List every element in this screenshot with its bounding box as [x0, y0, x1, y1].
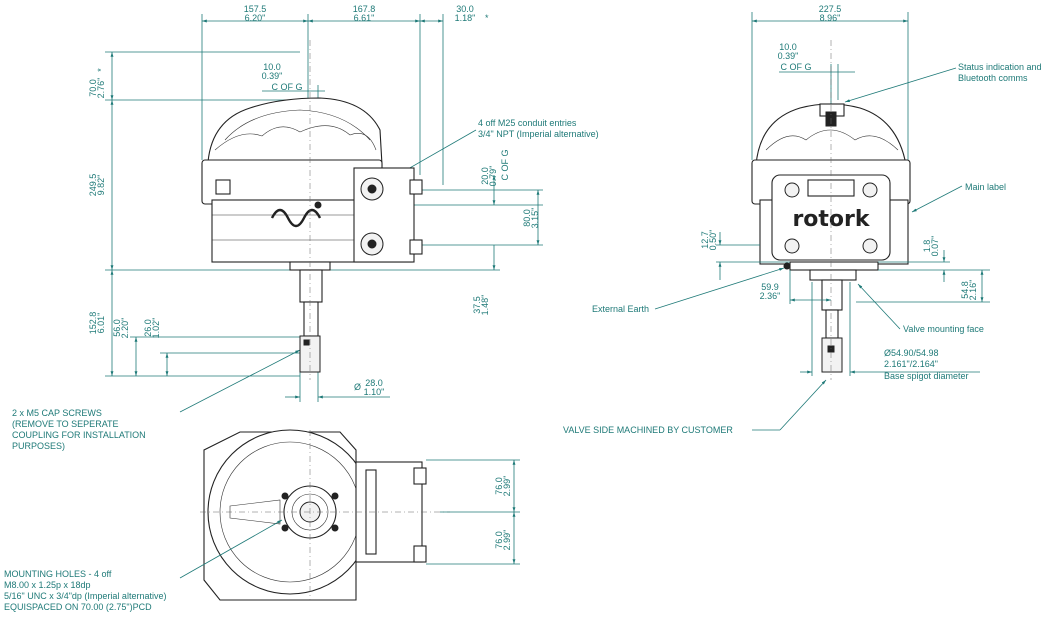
cog-mm: 10.0 — [263, 62, 281, 72]
cog-v-label: C OF G — [500, 150, 510, 181]
main-label-note: Main label — [965, 182, 1006, 192]
coupling-in: 2.20" — [120, 318, 130, 339]
bottom-d76a-mm: 76.0 — [494, 477, 504, 495]
screws-note-3: COUPLING FOR INSTALLATION — [12, 430, 146, 440]
height-mm: 249.5 — [88, 174, 98, 197]
conduit-mm: 80.0 — [522, 209, 532, 227]
below-in: 6.01" — [96, 313, 106, 334]
dim-left-in: 6.20" — [245, 13, 266, 23]
cog-label: C OF G — [272, 82, 303, 92]
side-d12-in: 0.50" — [708, 230, 718, 251]
bottom-view: 76.0 2.99" 76.0 2.99" MOUNTING HOLES - 4… — [4, 429, 520, 612]
coupling2-mm: 26.0 — [143, 319, 153, 337]
mounting-note-2: M8.00 x 1.25p x 18dp — [4, 580, 91, 590]
height-in: 9.82" — [96, 175, 106, 196]
bottom-d76b-mm: 76.0 — [494, 531, 504, 549]
earth-note: External Earth — [592, 304, 649, 314]
top-star: * — [96, 68, 106, 72]
screws-note-4: PURPOSES) — [12, 441, 65, 451]
cog-v-in: 0.79" — [488, 166, 498, 187]
mounting-note-1: MOUNTING HOLES - 4 off — [4, 569, 112, 579]
conduit-note-2: 3/4" NPT (Imperial alternative) — [478, 129, 599, 139]
spigot-line1: Ø54.90/54.98 — [884, 348, 939, 358]
coupling2-in: 1.02" — [151, 318, 161, 339]
conduit-in: 3.15" — [530, 208, 540, 229]
valve-face-note: Valve mounting face — [903, 324, 984, 334]
side-d18-in: 0.07" — [930, 236, 940, 257]
front-view: 157.5 6.20" 167.8 6.61" 30.0 1.18" * 10.… — [12, 4, 599, 451]
cog-in: 0.39" — [262, 71, 283, 81]
side-actuator-body: rotork — [751, 40, 911, 380]
dia-symbol: Ø — [354, 382, 361, 392]
dim-right-in: 6.61" — [354, 13, 375, 23]
rotork-logo: rotork — [792, 207, 870, 232]
below-mm: 152.8 — [88, 312, 98, 335]
side-d12-mm: 12.7 — [700, 231, 710, 249]
base-mm: 37.5 — [472, 296, 482, 314]
screws-note-2: (REMOVE TO SEPERATE — [12, 419, 119, 429]
side-cog-in: 0.39" — [778, 51, 799, 61]
cog-v-mm: 20.0 — [480, 167, 490, 185]
dim-side-mm: 30.0 — [456, 4, 474, 14]
dia-in: 1.10" — [364, 387, 385, 397]
conduit-note-1: 4 off M25 conduit entries — [478, 118, 577, 128]
top-mm: 70.0 — [88, 79, 98, 97]
dim-side-in: 1.18" — [455, 13, 476, 23]
side-d18-mm: 1.8 — [922, 240, 932, 253]
side-d59-in: 2.36" — [760, 291, 781, 301]
valve-side-note: VALVE SIDE MACHINED BY CUSTOMER — [563, 425, 733, 435]
mounting-note-3: 5/16" UNC x 3/4"dp (Imperial alternative… — [4, 591, 166, 601]
dim-side-star: * — [485, 13, 489, 23]
spigot-line3: Base spigot diameter — [884, 371, 969, 381]
status-note-1: Status indication and — [958, 62, 1042, 72]
top-in: 2.76" — [96, 78, 106, 99]
dim-right-mm: 167.8 — [353, 4, 376, 14]
side-d54-in: 2.16" — [968, 280, 978, 301]
coupling-mm: 56.0 — [112, 319, 122, 337]
mounting-note-4: EQUISPACED ON 70.00 (2.75")PCD — [4, 602, 152, 612]
screws-note-1: 2 x M5 CAP SCREWS — [12, 408, 102, 418]
side-width-mm: 227.5 — [819, 4, 842, 14]
spigot-line2: 2.161"/2.164" — [884, 359, 938, 369]
dia-mm: 28.0 — [365, 378, 383, 388]
side-view: 227.5 8.96" 10.0 0.39" C OF G Status ind… — [563, 4, 1042, 435]
dim-left-mm: 157.5 — [244, 4, 267, 14]
side-d59-mm: 59.9 — [761, 282, 779, 292]
side-d54-mm: 54.8 — [960, 281, 970, 299]
side-cog-mm: 10.0 — [779, 42, 797, 52]
bottom-d76a-in: 2.99" — [502, 476, 512, 497]
status-note-2: Bluetooth comms — [958, 73, 1028, 83]
bottom-d76b-in: 2.99" — [502, 530, 512, 551]
side-width-in: 8.96" — [820, 13, 841, 23]
front-actuator-body — [201, 40, 423, 380]
side-cog-label: C OF G — [781, 62, 812, 72]
base-in: 1.48" — [480, 295, 490, 316]
